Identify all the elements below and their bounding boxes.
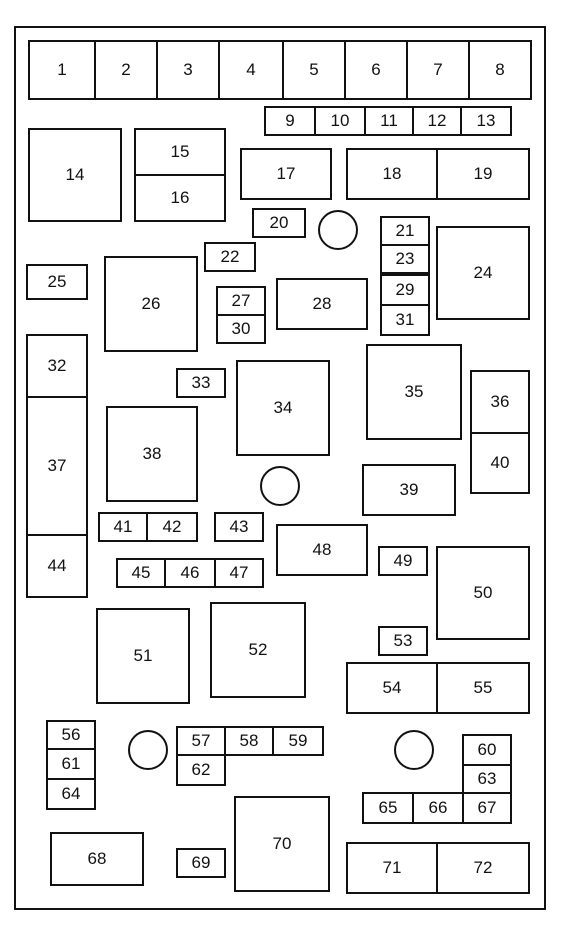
relay-40: 40 bbox=[470, 432, 530, 494]
fuse-57: 57 bbox=[176, 726, 226, 756]
fuse-61: 61 bbox=[46, 748, 96, 780]
fuse-13: 13 bbox=[460, 106, 512, 136]
relay-36: 36 bbox=[470, 370, 530, 434]
fuse-5: 5 bbox=[282, 40, 346, 100]
relay-28: 28 bbox=[276, 278, 368, 330]
fuse-3: 3 bbox=[156, 40, 220, 100]
relay-38: 38 bbox=[106, 406, 198, 502]
relay-71: 71 bbox=[346, 842, 438, 894]
relay-70: 70 bbox=[234, 796, 330, 892]
relay-51: 51 bbox=[96, 608, 190, 704]
relay-44: 44 bbox=[26, 534, 88, 598]
mounting-hole-3 bbox=[128, 730, 168, 770]
relay-39: 39 bbox=[362, 464, 456, 516]
fuse-9: 9 bbox=[264, 106, 316, 136]
fuse-53: 53 bbox=[378, 626, 428, 656]
fuse-21: 21 bbox=[380, 216, 430, 246]
relay-26: 26 bbox=[104, 256, 198, 352]
relay-72: 72 bbox=[436, 842, 530, 894]
fuse-8: 8 bbox=[468, 40, 532, 100]
fuse-67: 67 bbox=[462, 792, 512, 824]
fuse-46: 46 bbox=[164, 558, 216, 588]
fuse-69: 69 bbox=[176, 848, 226, 878]
fuse-11: 11 bbox=[364, 106, 414, 136]
relay-17: 17 bbox=[240, 148, 332, 200]
relay-37: 37 bbox=[26, 396, 88, 536]
fuse-2: 2 bbox=[94, 40, 158, 100]
mounting-hole-1 bbox=[318, 210, 358, 250]
relay-32: 32 bbox=[26, 334, 88, 398]
fuse-30: 30 bbox=[216, 314, 266, 344]
relay-52: 52 bbox=[210, 602, 306, 698]
relay-34: 34 bbox=[236, 360, 330, 456]
relay-14: 14 bbox=[28, 128, 122, 222]
fuse-10: 10 bbox=[314, 106, 366, 136]
relay-55: 55 bbox=[436, 662, 530, 714]
fuse-7: 7 bbox=[406, 40, 470, 100]
relay-15: 15 bbox=[134, 128, 226, 176]
fuse-64: 64 bbox=[46, 778, 96, 810]
fuse-47: 47 bbox=[214, 558, 264, 588]
fuse-59: 59 bbox=[272, 726, 324, 756]
fuse-66: 66 bbox=[412, 792, 464, 824]
fuse-60: 60 bbox=[462, 734, 512, 766]
fuse-29: 29 bbox=[380, 274, 430, 306]
relay-16: 16 bbox=[134, 174, 226, 222]
fuse-43: 43 bbox=[214, 512, 264, 542]
fuse-63: 63 bbox=[462, 764, 512, 794]
fuse-22: 22 bbox=[204, 242, 256, 272]
relay-18: 18 bbox=[346, 148, 438, 200]
relay-68: 68 bbox=[50, 832, 144, 886]
fuse-6: 6 bbox=[344, 40, 408, 100]
fuse-33: 33 bbox=[176, 368, 226, 398]
fuse-41: 41 bbox=[98, 512, 148, 542]
fuse-23: 23 bbox=[380, 244, 430, 274]
fuse-58: 58 bbox=[224, 726, 274, 756]
fuse-27: 27 bbox=[216, 286, 266, 316]
fuse-62: 62 bbox=[176, 754, 226, 786]
fuse-56: 56 bbox=[46, 720, 96, 750]
fuse-1: 1 bbox=[28, 40, 96, 100]
relay-19: 19 bbox=[436, 148, 530, 200]
relay-48: 48 bbox=[276, 524, 368, 576]
fuse-49: 49 bbox=[378, 546, 428, 576]
fuse-31: 31 bbox=[380, 304, 430, 336]
relay-50: 50 bbox=[436, 546, 530, 640]
fuse-65: 65 bbox=[362, 792, 414, 824]
fuse-25: 25 bbox=[26, 264, 88, 300]
fuse-42: 42 bbox=[146, 512, 198, 542]
fuse-12: 12 bbox=[412, 106, 462, 136]
mounting-hole-2 bbox=[260, 466, 300, 506]
mounting-hole-4 bbox=[394, 730, 434, 770]
fuse-20: 20 bbox=[252, 208, 306, 238]
fuse-4: 4 bbox=[218, 40, 284, 100]
fuse-45: 45 bbox=[116, 558, 166, 588]
relay-24: 24 bbox=[436, 226, 530, 320]
relay-35: 35 bbox=[366, 344, 462, 440]
relay-54: 54 bbox=[346, 662, 438, 714]
